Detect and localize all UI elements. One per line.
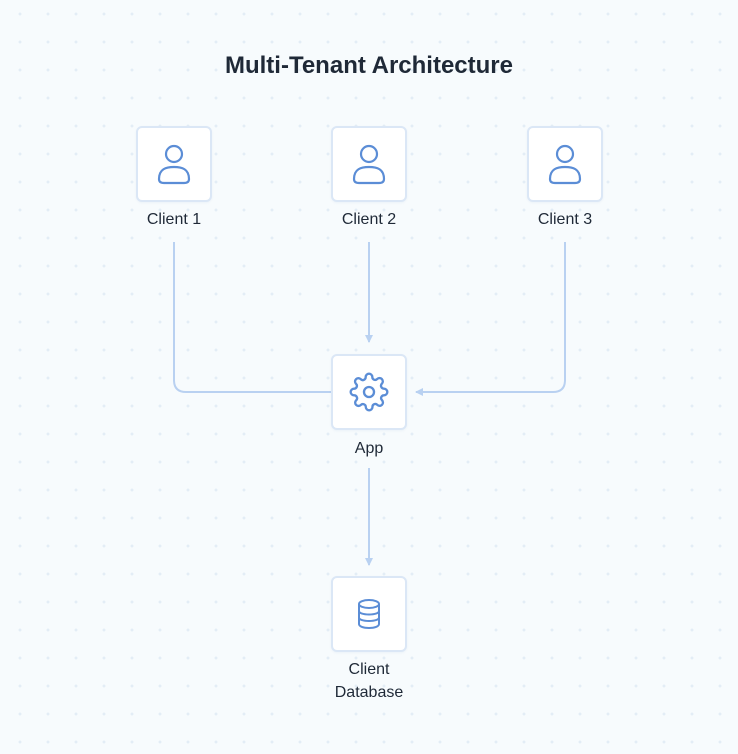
database-label: Client Database [299, 658, 439, 704]
database-label-line1: Client [348, 661, 390, 678]
user-icon [548, 144, 582, 185]
database-icon [358, 599, 380, 630]
diagram-title: Multi-Tenant Architecture [224, 52, 513, 79]
client2-node[interactable] [331, 126, 407, 202]
app-node[interactable] [331, 354, 407, 430]
edge-client3-to-app [415, 242, 566, 396]
client2-label: Client 2 [341, 211, 397, 228]
app-label: App [354, 440, 384, 457]
gear-icon [349, 372, 389, 412]
client1-label: Client 1 [146, 211, 202, 228]
user-icon [157, 144, 191, 185]
database-label-line2: Database [334, 684, 404, 701]
edge-client1-to-app [173, 242, 341, 396]
client3-node[interactable] [527, 126, 603, 202]
client1-node[interactable] [136, 126, 212, 202]
client3-label: Client 3 [537, 211, 593, 228]
user-icon [352, 144, 386, 185]
database-node[interactable] [331, 576, 407, 652]
